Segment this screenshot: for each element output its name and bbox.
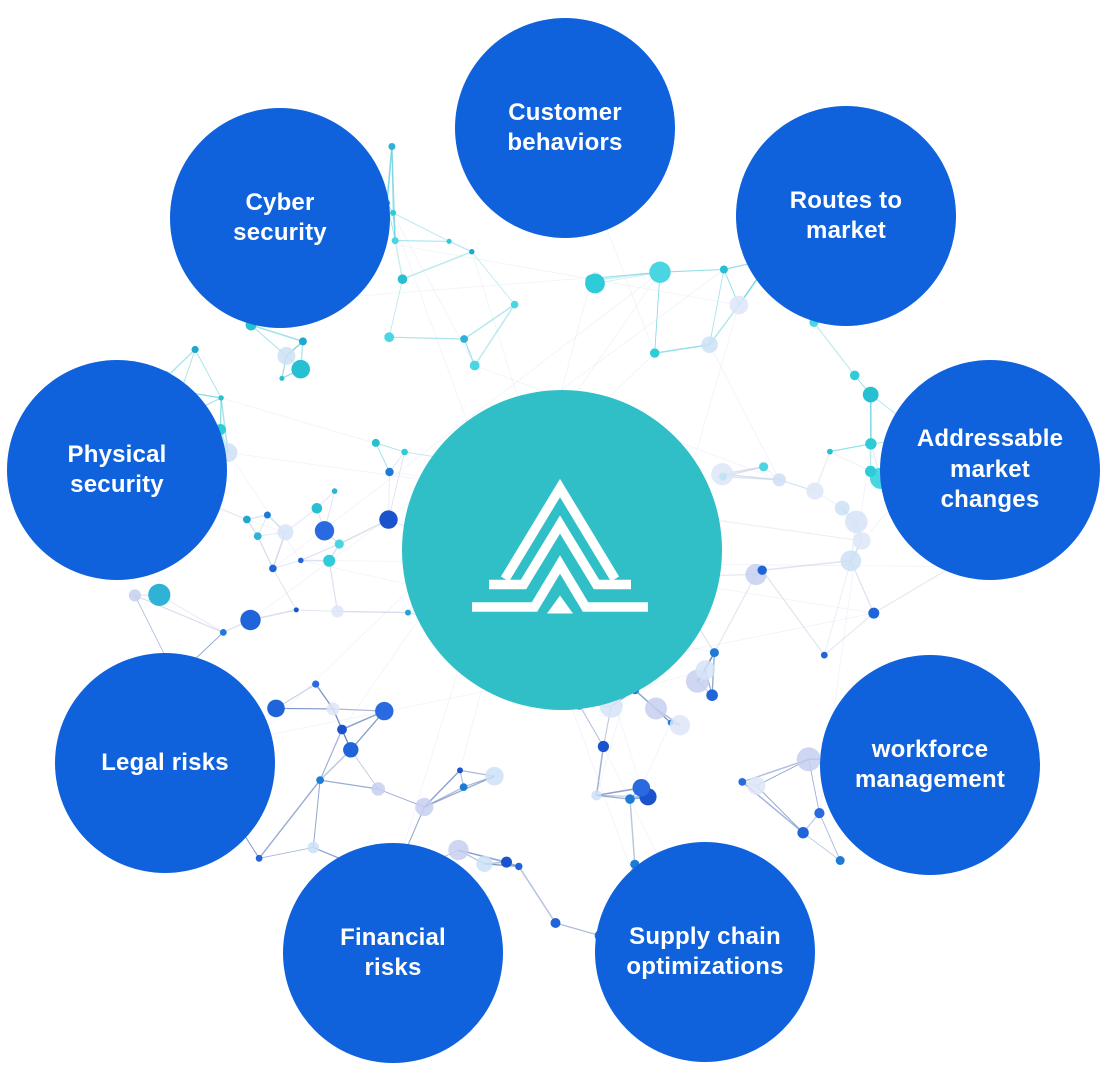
bubble-label: Routes to market	[789, 186, 903, 244]
bubble-cyber-security: Cyber security	[170, 108, 390, 328]
center-hub-circle	[402, 390, 722, 710]
bubble-label: Legal risks	[101, 748, 229, 776]
layered-peak-logo	[472, 478, 648, 614]
bubble-label: Supply chain optimizations	[626, 922, 784, 980]
bubble-routes-to-market: Routes to market	[736, 106, 956, 326]
bubble-label: Addressable market changes	[916, 425, 1064, 514]
bubble-workforce-management: workforce management	[820, 655, 1040, 875]
bubble-legal-risks: Legal risks	[55, 653, 275, 873]
bubble-label: Financial risks	[340, 923, 446, 981]
bubble-label: Physical security	[67, 440, 167, 498]
bubble-label: Customer behaviors	[507, 98, 623, 156]
bubble-customer-behaviors: Customer behaviors	[455, 18, 675, 238]
bubble-addressable-market-changes: Addressable market changes	[880, 360, 1100, 580]
bubble-label: workforce management	[854, 735, 1006, 793]
bubble-financial-risks: Financial risks	[283, 843, 503, 1063]
bubble-supply-chain-optimizations: Supply chain optimizations	[595, 842, 815, 1062]
bubble-label: Cyber security	[233, 188, 327, 246]
bubble-physical-security: Physical security	[7, 360, 227, 580]
